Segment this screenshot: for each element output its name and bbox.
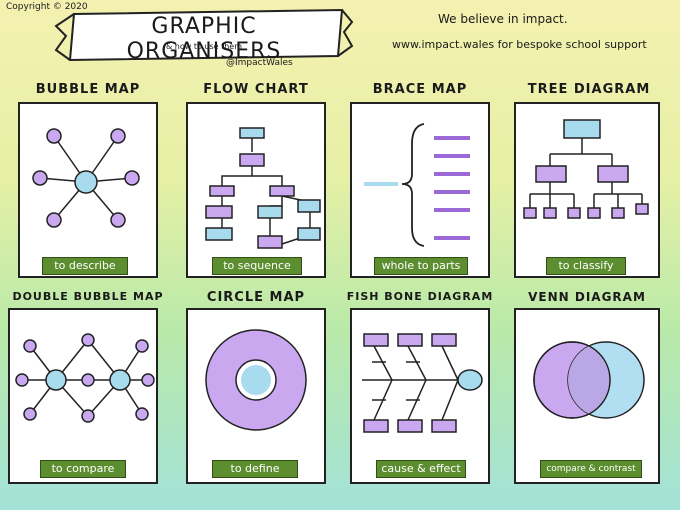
venn-diagram-card bbox=[514, 308, 660, 484]
copyright-text: Copyright © 2020 bbox=[6, 2, 88, 12]
brace-map-diagram bbox=[364, 123, 470, 247]
title-banner: GRAPHIC ORGANISERS & how to use them bbox=[54, 6, 354, 64]
brace-map-label: whole to parts bbox=[374, 257, 468, 275]
brace-map-title: BRACE MAP bbox=[372, 82, 468, 97]
circle-map-card bbox=[186, 308, 326, 484]
bubble-map-card bbox=[18, 102, 158, 278]
bubble-map-title: BUBBLE MAP bbox=[35, 82, 141, 97]
flow-chart-label: to sequence bbox=[212, 257, 302, 275]
fish-bone-diagram-label: cause & effect bbox=[376, 460, 466, 478]
website-line: www.impact.wales for bespoke school supp… bbox=[392, 38, 647, 51]
venn-diagram-title: VENN DIAGRAM bbox=[528, 290, 646, 304]
venn-diagram-label: compare & contrast bbox=[540, 460, 642, 478]
fish-bone-diagram-card bbox=[350, 308, 490, 484]
circle-map-diagram bbox=[205, 329, 307, 431]
bubble-map-diagram bbox=[32, 128, 140, 228]
double-bubble-map-label: to compare bbox=[40, 460, 126, 478]
tagline: We believe in impact. bbox=[438, 12, 568, 26]
double-bubble-map-card bbox=[8, 308, 158, 484]
circle-map-title: CIRCLE MAP bbox=[206, 290, 306, 305]
tree-diagram-card bbox=[514, 102, 660, 278]
bubble-map-label: to describe bbox=[42, 257, 128, 275]
flow-chart-diagram bbox=[205, 127, 321, 249]
tree-diagram-diagram bbox=[523, 119, 649, 219]
fish-bone-diagram-title: FISH BONE DIAGRAM bbox=[346, 290, 494, 303]
tree-diagram-label: to classify bbox=[546, 257, 626, 275]
fish-bone-diagram-diagram bbox=[362, 333, 483, 433]
double-bubble-map-diagram bbox=[15, 333, 155, 423]
page-subtitle: & how to use them bbox=[165, 42, 243, 51]
tree-diagram-title: TREE DIAGRAM bbox=[527, 82, 651, 97]
twitter-handle: @ImpactWales bbox=[226, 58, 293, 68]
flow-chart-card bbox=[186, 102, 326, 278]
venn-diagram-diagram bbox=[533, 341, 645, 419]
brace-map-card bbox=[350, 102, 490, 278]
double-bubble-map-title: DOUBLE BUBBLE MAP bbox=[12, 290, 164, 303]
flow-chart-title: FLOW CHART bbox=[203, 82, 309, 97]
page-title: GRAPHIC ORGANISERS bbox=[126, 14, 282, 64]
circle-map-label: to define bbox=[212, 460, 298, 478]
